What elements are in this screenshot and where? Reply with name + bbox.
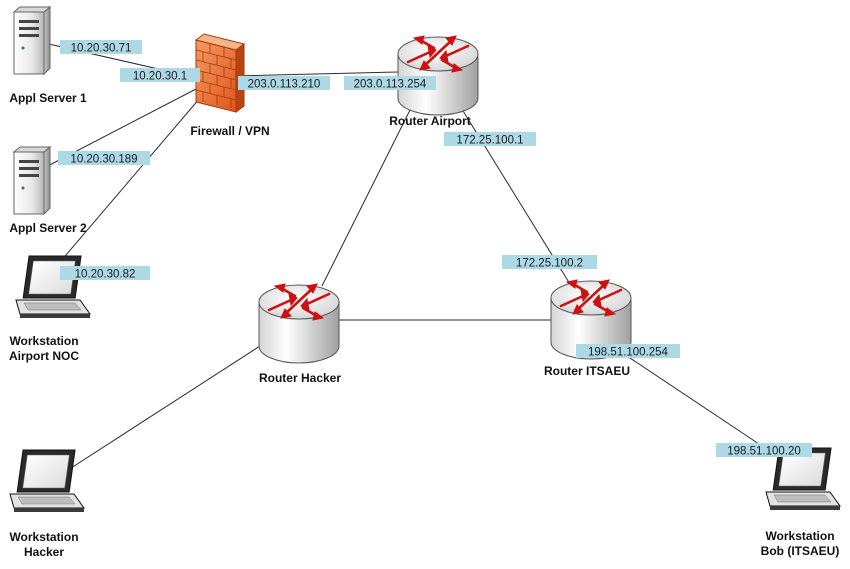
ip-workstation-airport-noc: 10.20.30.82: [75, 269, 136, 281]
appl-server-1-server-icon: [13, 6, 51, 75]
label-workstation-bob-line2: Bob (ITSAEU): [761, 544, 840, 558]
ip-appl-server-1: 10.20.30.71: [71, 43, 132, 55]
ip-router-itsaeu-bob: 198.51.100.254: [588, 347, 669, 359]
workstation-airport-noc-laptop-icon: [15, 255, 91, 319]
label-router-hacker: Router Hacker: [259, 371, 341, 385]
workstation-hacker-laptop-icon: [9, 449, 85, 513]
ip-address-labels: 10.20.30.71 10.20.30.1 203.0.113.210 203…: [58, 40, 812, 458]
ip-router-airport-itsaeu: 172.25.100.1: [456, 135, 523, 147]
ip-appl-server-2: 10.20.30.189: [70, 154, 137, 166]
ip-firewall-inside: 10.20.30.1: [133, 71, 187, 83]
label-workstation-hacker-line2: Hacker: [24, 545, 64, 559]
link-router-hacker-workstation-hacker: [67, 345, 261, 471]
device-labels: Appl Server 1 Appl Server 2 Workstation …: [9, 91, 839, 559]
label-router-itsaeu: Router ITSAEU: [544, 364, 630, 378]
label-firewall-vpn: Firewall / VPN: [190, 124, 269, 138]
appl-server-2-server-icon: [13, 146, 51, 215]
router-hacker-router-icon: [257, 282, 341, 365]
label-workstation-hacker-line1: Workstation: [9, 530, 78, 544]
router-airport-router-icon: [396, 34, 480, 117]
label-workstation-airport-noc-line2: Airport NOC: [9, 349, 79, 363]
label-workstation-airport-noc-line1: Workstation: [9, 334, 78, 348]
firewall-vpn-firewall-icon: [195, 33, 245, 113]
link-router-airport-hacker: [321, 105, 413, 287]
label-appl-server-1: Appl Server 1: [9, 91, 87, 105]
label-router-airport: Router Airport: [389, 114, 471, 128]
ip-router-itsaeu-airport: 172.25.100.2: [516, 258, 583, 270]
ip-workstation-bob: 198.51.100.20: [727, 446, 801, 458]
label-appl-server-2: Appl Server 2: [9, 221, 87, 235]
link-noc-firewall: [59, 97, 201, 263]
ip-router-airport-wan: 203.0.113.254: [354, 79, 427, 91]
ip-firewall-outside: 203.0.113.210: [248, 79, 321, 91]
label-workstation-bob-line1: Workstation: [765, 529, 834, 543]
link-firewall-router-airport: [231, 71, 399, 77]
